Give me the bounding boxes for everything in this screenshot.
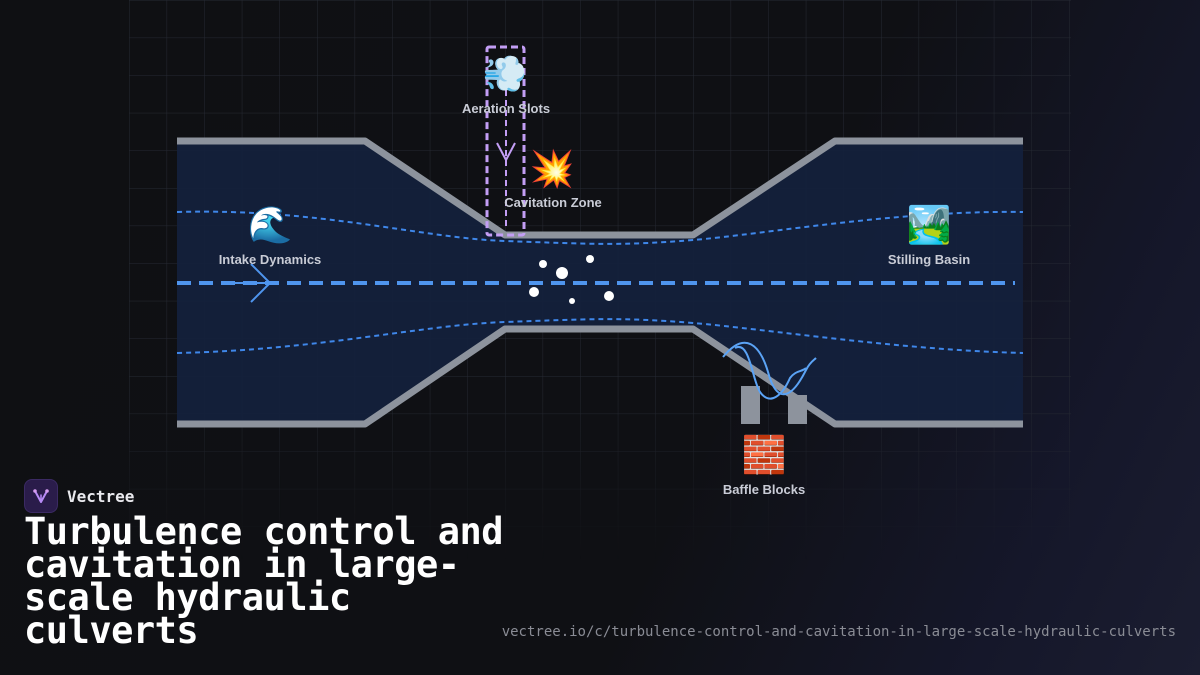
wave-icon: 🌊 [248, 204, 293, 246]
baffle-blocks-label: Baffle Blocks [723, 482, 805, 497]
aeration-arrow-icon [496, 142, 516, 163]
landscape-icon: 🏞️ [907, 204, 952, 246]
streamline-top [176, 210, 1024, 245]
vectree-logo-icon [24, 479, 58, 513]
brick-icon: 🧱 [742, 434, 787, 476]
brand: Vectree [24, 479, 134, 513]
culvert-bottom-wall [177, 325, 1023, 428]
flow-direction-chevron [250, 263, 272, 303]
aeration-slot [485, 45, 526, 237]
culvert-top-wall [177, 137, 1023, 239]
aeration-slots-label: Aeration Slots [462, 101, 550, 116]
baffle-block-right [788, 395, 807, 424]
stilling-basin-label: Stilling Basin [888, 252, 970, 267]
page-title: Turbulence control and cavitation in lar… [24, 510, 504, 652]
turbulence-wave-2 [734, 346, 807, 400]
cavitation-zone-label: Cavitation Zone [504, 195, 602, 210]
baffle-block-left [741, 386, 760, 424]
source-url[interactable]: vectree.io/c/turbulence-control-and-cavi… [501, 624, 1176, 640]
brand-name: Vectree [67, 486, 135, 506]
wind-icon: 💨 [483, 54, 528, 95]
streamline-bottom [176, 318, 1024, 354]
explosion-icon: 💥 [530, 148, 575, 190]
intake-dynamics-label: Intake Dynamics [219, 252, 322, 267]
cavitation-bubbles [529, 255, 614, 304]
